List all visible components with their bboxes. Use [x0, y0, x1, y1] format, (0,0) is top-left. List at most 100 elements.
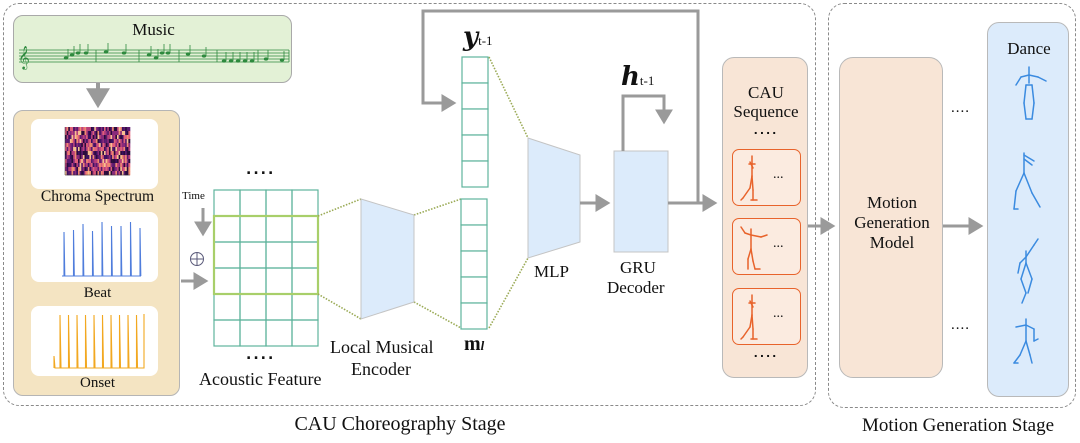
note-head — [63, 56, 69, 60]
spectrogram-cell — [113, 135, 116, 140]
spectrogram-cell — [117, 135, 119, 140]
spectrogram-cell — [81, 151, 84, 156]
spectrogram-cell — [110, 163, 113, 168]
spectrogram-cell — [128, 171, 131, 176]
spectrogram-cell — [76, 171, 79, 176]
spectrogram-cell — [89, 151, 92, 156]
spectrogram-cell — [126, 135, 129, 140]
spectrogram-cell — [66, 127, 69, 132]
grid-cell — [239, 293, 267, 321]
spectrogram-cell — [112, 135, 115, 140]
spectrogram-cell — [87, 151, 90, 156]
spectrogram-cell — [99, 131, 102, 136]
spectrogram-cell — [95, 159, 98, 164]
blue-skeleton-pose-2-icon — [1013, 152, 1041, 210]
grid-cell — [239, 319, 267, 347]
spectrogram-cell — [123, 167, 126, 172]
spectrogram-cell — [97, 143, 100, 148]
spectrogram-cell — [121, 171, 124, 176]
spectrogram-cell — [112, 163, 115, 168]
vector-cell — [461, 134, 489, 162]
spectrogram-cell — [69, 147, 72, 152]
beat-label: Beat — [83, 285, 112, 301]
mlp-block — [527, 137, 581, 259]
spectrogram-cell — [115, 171, 118, 176]
spectrogram-cell — [105, 147, 108, 152]
spectrogram-cell — [81, 147, 84, 152]
spectrogram-cell — [117, 151, 119, 156]
spectrogram-cell — [108, 143, 111, 148]
spectrogram-cell — [100, 147, 103, 152]
spectrogram-cell — [97, 139, 100, 144]
spectrogram-cell — [128, 159, 131, 164]
spectrogram-cell — [74, 135, 77, 140]
spectrogram-cell — [120, 131, 123, 136]
spectrogram-cell — [115, 163, 118, 168]
spectrogram-cell — [94, 127, 97, 132]
spectrogram-cell — [73, 131, 76, 136]
spectrogram-cell — [74, 171, 77, 176]
spectrogram-cell — [115, 151, 118, 156]
acoustic-features-panel: Chroma Spectrum Beat Onset — [13, 110, 180, 396]
motion-model-line3: Model — [869, 233, 915, 252]
spectrogram-cell — [97, 135, 100, 140]
spectrogram-cell — [81, 135, 84, 140]
spectrogram-cell — [123, 155, 126, 160]
grid-cell — [239, 267, 267, 295]
spectrogram-cell — [117, 143, 119, 148]
spectrogram-cell — [84, 163, 87, 168]
dance-skeleton-bone — [1031, 192, 1041, 208]
spectrogram-cell — [69, 135, 72, 140]
grid-bottom-ellipsis: .... — [246, 347, 276, 363]
spectrogram-cell — [68, 163, 71, 168]
spectrogram-cell — [91, 139, 93, 144]
spectrogram-cell — [87, 147, 90, 152]
spectrogram-cell — [95, 171, 98, 176]
spectrogram-cell — [82, 155, 85, 160]
spectrogram-cell — [125, 139, 128, 144]
grid-cell — [291, 241, 319, 269]
motion-generation-model-block: Motion Generation Model — [839, 57, 943, 378]
spectrogram-cell — [112, 131, 115, 136]
spectrogram-cell — [65, 127, 67, 132]
spectrogram-cell — [89, 147, 92, 152]
grid-cell — [239, 189, 267, 217]
spectrogram-cell — [125, 159, 128, 164]
spectrogram-cell — [107, 135, 110, 140]
spectrogram-cell — [81, 171, 84, 176]
spectrogram-cell — [89, 167, 92, 172]
dance-skeleton-bone — [1023, 172, 1033, 194]
dance-skeleton-bone — [1015, 172, 1025, 192]
spectrogram-cell — [104, 163, 106, 168]
spectrogram-cell — [81, 155, 84, 160]
spectrogram-cell — [69, 159, 72, 164]
spectrogram-cell — [65, 139, 67, 144]
spectrogram-cell — [87, 131, 90, 136]
spectrogram-cell — [113, 163, 116, 168]
spectrogram-cell — [89, 143, 92, 148]
spectrogram-cell — [94, 163, 97, 168]
spectrogram-cell — [97, 151, 100, 156]
spectrogram-cell — [76, 143, 79, 148]
spectrogram-cell — [92, 127, 95, 132]
cau-skeleton-bone — [742, 326, 751, 338]
cau-title-line1: CAU — [748, 83, 784, 102]
spectrogram-cell — [81, 163, 84, 168]
spectrogram-cell — [79, 151, 82, 156]
spectrogram-cell — [78, 151, 80, 156]
spectrogram-cell — [105, 151, 108, 156]
spectrogram-cell — [79, 159, 82, 164]
spectrogram-cell — [87, 159, 90, 164]
spectrogram-cell — [82, 151, 85, 156]
spectrogram-cell — [125, 151, 128, 156]
spectrogram-cell — [94, 151, 97, 156]
spectrogram-cell — [108, 147, 111, 152]
dance-skeleton-bone — [1025, 324, 1035, 330]
cau-skeleton-bone — [750, 248, 754, 262]
spectrogram-cell — [76, 155, 79, 160]
cau-item: ... — [732, 149, 801, 206]
spectrogram-cell — [94, 159, 97, 164]
spectrogram-cell — [118, 155, 121, 160]
spectrogram-cell — [68, 127, 71, 132]
note-head — [165, 51, 171, 55]
